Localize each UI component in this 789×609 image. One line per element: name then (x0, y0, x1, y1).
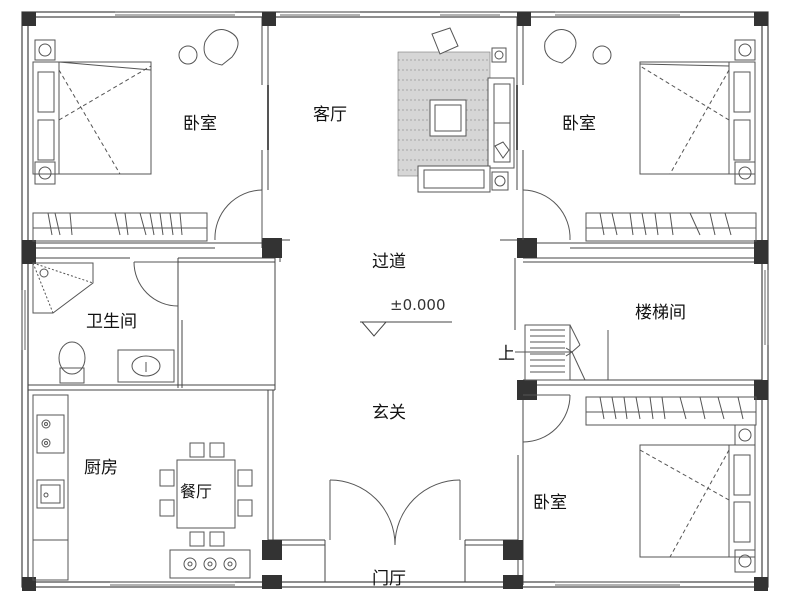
bed-icon (639, 61, 756, 175)
door-swing-icon (522, 394, 571, 443)
nightstand-icon (734, 424, 756, 573)
door-swing-icon (214, 189, 263, 241)
sofa-icon (417, 27, 515, 193)
columns (22, 12, 768, 591)
window-icon (21, 11, 769, 586)
room-label-kitchen: 厨房 (84, 458, 118, 478)
room-label-foyer: 玄关 (372, 403, 406, 423)
room-label-stairwell: 楼梯间 (635, 303, 686, 323)
door-swing-icon (329, 479, 461, 546)
bed-icon (32, 61, 152, 175)
washbasin-icon (117, 349, 175, 383)
wardrobe-icon (585, 212, 757, 242)
door-swing-icon (133, 261, 179, 307)
room-label-bedroom-nw: 卧室 (183, 114, 217, 134)
chair-icon (159, 442, 253, 547)
wardrobe-icon (32, 212, 208, 242)
coffee-table-icon (429, 99, 467, 137)
stairs-up-mark: 上 (498, 344, 515, 364)
room-label-entrance: 门厅 (372, 569, 406, 589)
nightstand-icon (734, 39, 756, 185)
countertop (32, 394, 69, 581)
sink-icon (36, 479, 65, 509)
armchair-icon (544, 29, 612, 65)
armchair-icon (178, 29, 239, 66)
level-marker (360, 321, 452, 337)
shower-icon (32, 262, 94, 314)
room-label-living-room: 客厅 (313, 105, 347, 125)
stove-icon (36, 414, 65, 454)
room-label-corridor: 过道 (372, 252, 406, 272)
toilet-icon (58, 341, 86, 384)
wardrobe-icon (585, 396, 757, 426)
sideboard (169, 549, 251, 579)
stairs-icon (515, 324, 609, 381)
plant-icon (491, 47, 510, 191)
room-label-bedroom-se: 卧室 (533, 493, 567, 513)
level-mark-text: ±0.000 (390, 296, 446, 314)
door-swing-icon (522, 189, 571, 241)
room-label-dining: 餐厅 (180, 482, 213, 501)
room-label-bathroom: 卫生间 (86, 312, 137, 332)
dining-table-icon (176, 459, 236, 529)
nightstand-icon (34, 39, 56, 185)
room-label-bedroom-ne: 卧室 (562, 114, 596, 134)
bed-icon (639, 444, 756, 558)
